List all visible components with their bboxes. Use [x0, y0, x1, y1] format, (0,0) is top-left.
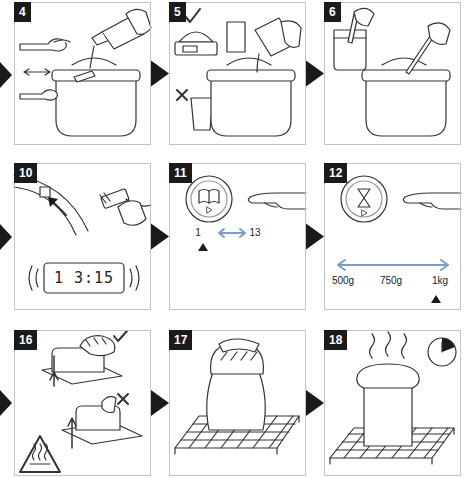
row-arrow	[0, 62, 12, 88]
step-panel: 16	[14, 330, 151, 476]
step-arrow	[306, 224, 324, 250]
size-button-art	[338, 176, 461, 303]
setting-label: 1kg	[423, 275, 457, 287]
measure-flour-art	[175, 9, 301, 136]
step-panel: 5	[169, 2, 306, 145]
display-readout: 1 3:15	[44, 263, 124, 293]
step-panel: 6	[324, 2, 461, 145]
row-arrow	[0, 224, 12, 250]
step-panel: 17	[169, 330, 306, 476]
step-number: 6	[324, 2, 341, 22]
pour-water-art	[20, 9, 151, 136]
step-number: 17	[169, 330, 192, 350]
turn-out-art	[175, 339, 299, 454]
setting-label: 500g	[326, 275, 360, 287]
step-panel: 11	[169, 163, 306, 310]
step-number: 18	[324, 330, 347, 350]
remove-pan-art	[20, 331, 142, 472]
setting-label: 13	[245, 227, 265, 239]
setting-label: 1	[190, 227, 206, 239]
step-number: 12	[324, 163, 347, 183]
step-number: 4	[14, 2, 31, 22]
step-number: 16	[14, 330, 37, 350]
step-arrow	[306, 390, 324, 416]
step-number: 10	[14, 163, 37, 183]
add-yeast-art	[334, 8, 450, 136]
program-button-art	[186, 176, 306, 251]
row-arrow	[0, 390, 12, 416]
step-arrow	[151, 61, 169, 87]
step-number: 11	[169, 163, 192, 183]
step-arrow	[306, 61, 324, 87]
step-arrow	[151, 224, 169, 250]
step-panel: 4	[14, 2, 151, 145]
step-panel: 10	[14, 163, 151, 310]
cool-bread-art	[330, 332, 456, 464]
step-arrow	[151, 390, 169, 416]
step-panel: 18	[324, 330, 461, 476]
setting-label: 750g	[374, 275, 408, 287]
step-number: 5	[169, 2, 186, 22]
step-panel: 12	[324, 163, 461, 310]
plug-in-art	[14, 175, 151, 293]
